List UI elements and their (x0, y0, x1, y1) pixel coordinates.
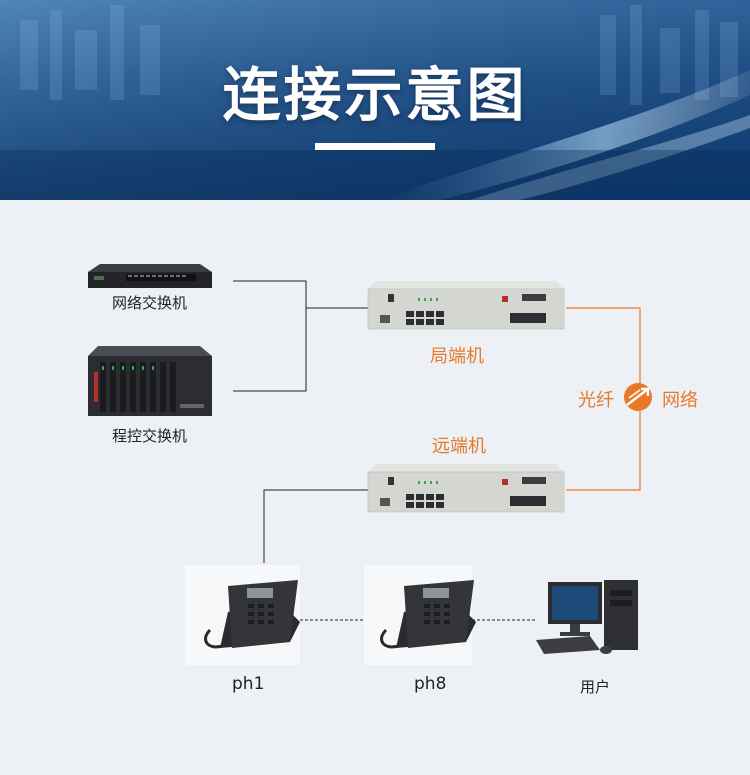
local-unit-icon (367, 281, 565, 330)
banner-background (0, 0, 750, 200)
fiber-network-icon (624, 383, 652, 411)
remote-unit-icon (367, 464, 565, 513)
phone-8-icon (364, 565, 476, 665)
switch-label: 网络交换机 (112, 294, 188, 312)
exchange-link-line (233, 280, 307, 392)
phone-1-label: ph1 (232, 674, 265, 694)
phone-1-icon (185, 565, 300, 665)
title-underline (315, 143, 435, 150)
pbx-icon (88, 346, 212, 416)
pbx-label: 程控交换机 (112, 427, 188, 445)
header-banner: 连接示意图 (0, 0, 750, 200)
remote-unit-label: 远端机 (432, 436, 486, 457)
user-label: 用户 (580, 678, 611, 696)
user-computer-icon (536, 580, 638, 654)
fiber-label-left: 光纤 (578, 390, 614, 411)
network-switch-icon (88, 264, 212, 288)
phone-8-label: ph8 (414, 674, 447, 694)
local-unit-label: 局端机 (430, 346, 484, 367)
fiber-label-right: 网络 (662, 390, 698, 411)
page-title: 连接示意图 (222, 61, 528, 129)
remote-to-phone-line (263, 489, 368, 563)
